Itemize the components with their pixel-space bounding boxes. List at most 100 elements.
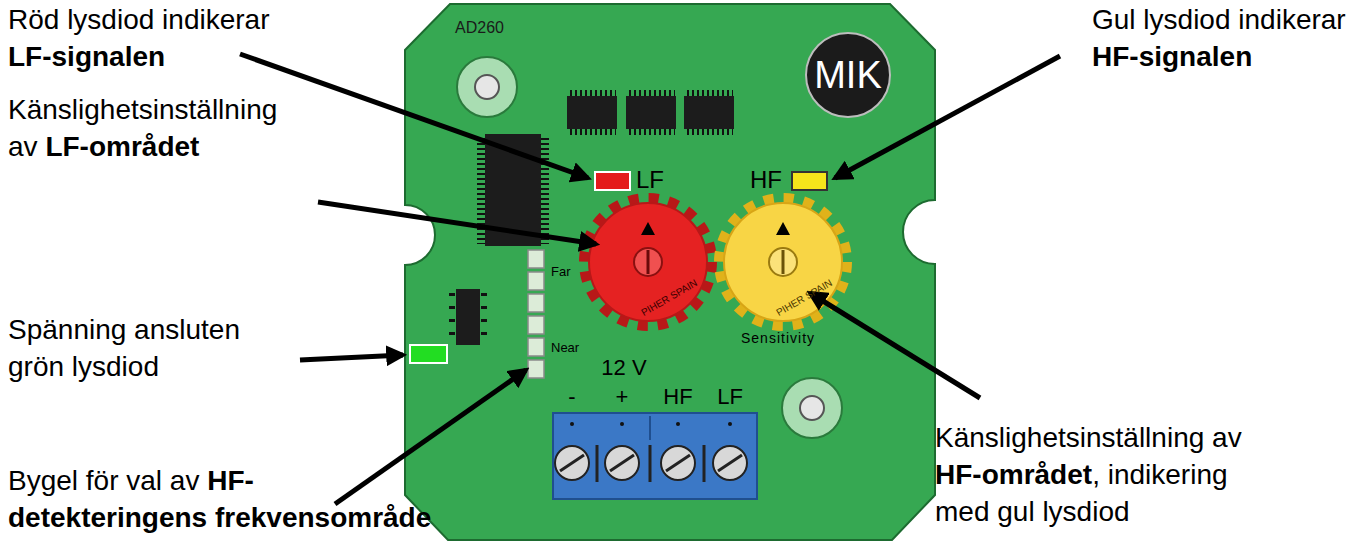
terminal-label: -	[568, 384, 575, 409]
ic-chip	[626, 96, 676, 129]
jumper-header	[528, 250, 544, 378]
terminal-label-line: +	[616, 384, 629, 409]
leader-arrow	[240, 54, 588, 178]
terminal-label-line: HF	[663, 384, 692, 409]
terminal-label-line: -	[568, 384, 575, 409]
jumper-pin	[528, 338, 544, 356]
screw-slot	[718, 455, 742, 471]
terminal-dot	[728, 422, 732, 426]
mounting-hole-bore	[800, 396, 824, 420]
callout-text: Röd lysdiod indikerar	[8, 4, 269, 36]
screw-head	[713, 446, 747, 480]
pot-label: Sensitivity	[741, 330, 815, 346]
callout-text: LF-signalen	[8, 41, 165, 73]
callout-text: HF-området	[935, 459, 1092, 491]
terminal-dot	[620, 422, 624, 426]
mik-microphone: MIK	[805, 32, 891, 118]
ic-chip	[456, 289, 480, 345]
callout-text: Bygel för val av	[8, 465, 199, 497]
leader-arrow	[335, 370, 526, 504]
potentiometer-knob	[769, 248, 797, 276]
terminal-separator	[703, 445, 706, 482]
led-label-line: HF	[750, 166, 782, 194]
screw-head	[661, 446, 695, 480]
potentiometer-knob	[634, 248, 662, 276]
terminal-label: HF	[663, 384, 692, 409]
ic-pins	[687, 129, 733, 135]
jumper-pin	[528, 360, 544, 378]
terminal-label-line: 12 V	[601, 355, 646, 380]
callout-text-line: LF-signalen	[8, 41, 165, 73]
ic-pins	[629, 90, 675, 96]
led-label-line: LF	[636, 166, 664, 194]
board-marking: AD260	[455, 19, 504, 37]
callout-text: av	[8, 131, 38, 163]
callout-text-line: grön lysdiod	[8, 351, 159, 383]
callout-text: Gul lysdiod indikerar	[1092, 4, 1346, 36]
leader-arrow	[318, 202, 596, 244]
terminal-screws	[555, 445, 747, 482]
jumper-pin	[528, 250, 544, 268]
leader-arrow	[810, 293, 980, 398]
callout-text: detekteringens frekvensområde	[8, 502, 431, 534]
callout-text-line: med gul lysdiod	[935, 496, 1130, 528]
callout-text-line: detekteringens frekvensområde	[8, 502, 431, 534]
green-led	[410, 345, 447, 363]
red-led	[595, 172, 630, 190]
ic-pins	[481, 293, 487, 342]
screw-head	[605, 446, 639, 480]
screw-slot	[666, 455, 690, 471]
ic-pins	[687, 90, 733, 96]
terminal-block	[553, 413, 757, 499]
callout-text-line: avLF-området	[8, 131, 199, 163]
screw-head	[555, 446, 589, 480]
terminal-separator	[596, 445, 599, 482]
terminal-label-line: LF	[717, 384, 743, 409]
ic-pins	[541, 138, 549, 244]
terminal-label: LF	[717, 384, 743, 409]
terminal-dot	[570, 422, 574, 426]
knob-pointer	[641, 222, 655, 235]
ic-pins	[570, 90, 616, 96]
callout-text-line: Bygel för val avHF-	[8, 465, 254, 497]
jumper-label-line: Far	[551, 265, 571, 280]
jumper-label: Near	[551, 341, 579, 356]
mounting-hole	[782, 378, 842, 438]
knob-slot	[647, 250, 650, 274]
circuit-board	[405, 4, 935, 540]
ic-pins	[449, 293, 455, 342]
jumper-label-line: Near	[551, 341, 579, 356]
callout-text-line: Gul lysdiod indikerar	[1092, 4, 1346, 36]
mounting-hole-bore	[475, 75, 499, 99]
terminal-divider	[649, 416, 651, 440]
callout-text-line: Röd lysdiod indikerar	[8, 4, 269, 36]
terminal-label: +	[616, 384, 629, 409]
potentiometer-teeth	[585, 199, 711, 325]
knob-slot	[782, 250, 785, 274]
callout-text-line: Spänning ansluten	[8, 314, 240, 346]
leader-arrow	[300, 355, 403, 360]
callout-text: LF-området	[45, 131, 199, 163]
callout-text-line: Känslighetsinställning av	[935, 422, 1242, 454]
terminal-dot	[676, 422, 680, 426]
callout-text-line: Känslighetsinställning	[8, 94, 277, 126]
ic-chip	[684, 96, 734, 129]
callout-text-line: HF-området, indikering	[935, 459, 1228, 491]
led-label: HF	[750, 166, 782, 194]
screw-slot	[560, 455, 584, 471]
ic-pins	[570, 129, 616, 135]
led-label: LF	[636, 166, 664, 194]
callout-text: Känslighetsinställning	[8, 94, 277, 126]
ic-pins	[629, 129, 675, 135]
callout-text: Spänning ansluten	[8, 314, 240, 346]
callout-text: , indikering	[1092, 459, 1227, 491]
board-marking-line: AD260	[455, 19, 504, 37]
callout-text: med gul lysdiod	[935, 496, 1130, 528]
jumper-label: Far	[551, 265, 571, 280]
knob-pointer	[776, 222, 790, 235]
callout-text-line: HF-signalen	[1092, 41, 1252, 73]
callout-text: grön lysdiod	[8, 351, 159, 383]
callout-text: Känslighetsinställning av	[935, 422, 1242, 454]
ic-chip	[567, 96, 617, 129]
